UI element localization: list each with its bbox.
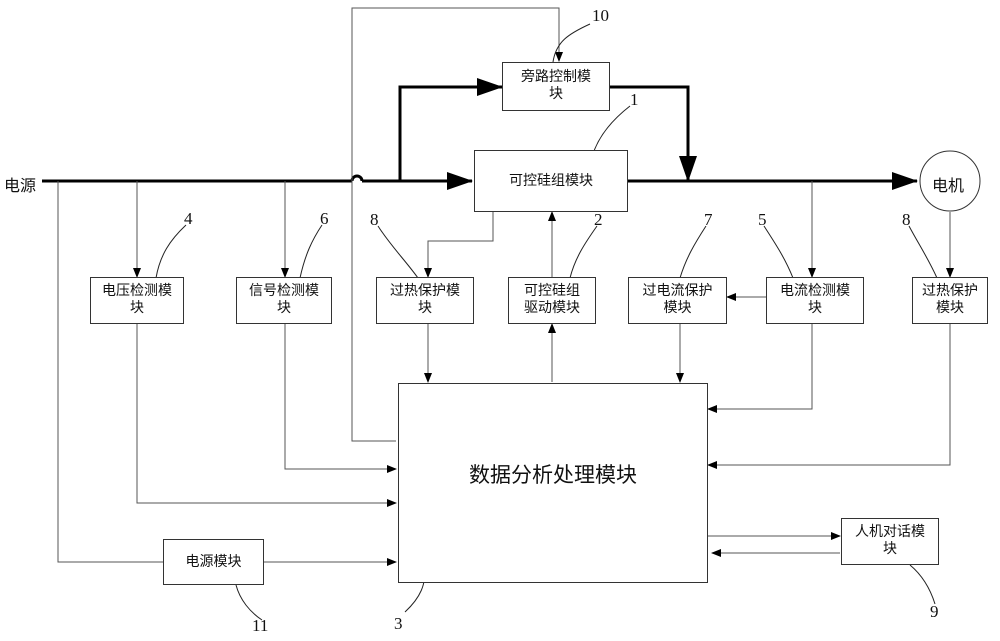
- signal-detect-module: 信号检测模 块: [236, 277, 332, 324]
- current-detect-line1: 电流检测模: [780, 283, 850, 299]
- overheat-left-line1: 过热保护模: [390, 283, 460, 299]
- callout-9: 9: [930, 602, 939, 621]
- overcurrent-line1: 过电流保护: [642, 283, 713, 299]
- voltage-detect-line1: 电压检测模: [102, 283, 172, 299]
- overheat-right-line1: 过热保护: [922, 283, 978, 299]
- callout-2: 2: [594, 210, 603, 229]
- callout-6: 6: [320, 209, 329, 228]
- bypass-line1: 旁路控制模: [521, 69, 591, 85]
- data-processing-title: 数据分析处理模块: [469, 463, 637, 487]
- callout-8-left: 8: [370, 210, 379, 229]
- callout-1: 1: [630, 90, 639, 109]
- overcurrent-protection-module: 过电流保护 模块: [628, 277, 727, 324]
- callout-leaders: [155, 23, 938, 621]
- overcurrent-line2: 模块: [663, 300, 692, 316]
- callout-10: 10: [592, 6, 609, 25]
- callout-3: 3: [394, 614, 403, 633]
- voltage-detect-module: 电压检测模 块: [90, 277, 184, 324]
- power-source-label: 电源: [4, 176, 37, 195]
- hmi-module: 人机对话模 块: [841, 518, 939, 565]
- scr-driver-line1: 可控硅组: [524, 283, 580, 299]
- motor-label: 电机: [932, 176, 965, 195]
- current-detect-line2: 块: [808, 300, 822, 316]
- callout-8-right: 8: [902, 210, 911, 229]
- main-power-bus: [42, 78, 918, 190]
- overheat-protection-module-left: 过热保护模 块: [376, 277, 474, 324]
- overheat-protection-module-right: 过热保护 模块: [912, 277, 988, 324]
- overheat-right-line2: 模块: [936, 300, 964, 316]
- hmi-line2: 块: [883, 541, 897, 557]
- callout-5: 5: [758, 210, 767, 229]
- bypass-line2: 块: [549, 86, 563, 102]
- current-detect-module: 电流检测模 块: [766, 277, 864, 324]
- signal-detect-line2: 块: [277, 300, 291, 316]
- motor-circle: [919, 150, 981, 212]
- hmi-line1: 人机对话模: [855, 524, 925, 540]
- data-analysis-processing-module: 数据分析处理模块: [398, 383, 708, 583]
- callout-4: 4: [184, 209, 193, 228]
- power-supply-module: 电源模块: [163, 539, 264, 585]
- signal-detect-line1: 信号检测模: [249, 283, 319, 299]
- scr-group-line1: 可控硅组模块: [509, 173, 593, 189]
- callout-11: 11: [252, 616, 269, 635]
- scr-driver-module: 可控硅组 驱动模块: [508, 277, 596, 324]
- bypass-control-module: 旁路控制模 块: [502, 62, 610, 111]
- scr-driver-line2: 驱动模块: [524, 300, 580, 316]
- callout-7: 7: [704, 210, 713, 229]
- overheat-left-line2: 块: [418, 300, 432, 316]
- signal-wires: [57, 7, 954, 566]
- scr-group-module: 可控硅组模块: [474, 150, 628, 212]
- voltage-detect-line2: 块: [130, 300, 144, 316]
- power-module-line1: 电源模块: [185, 554, 242, 570]
